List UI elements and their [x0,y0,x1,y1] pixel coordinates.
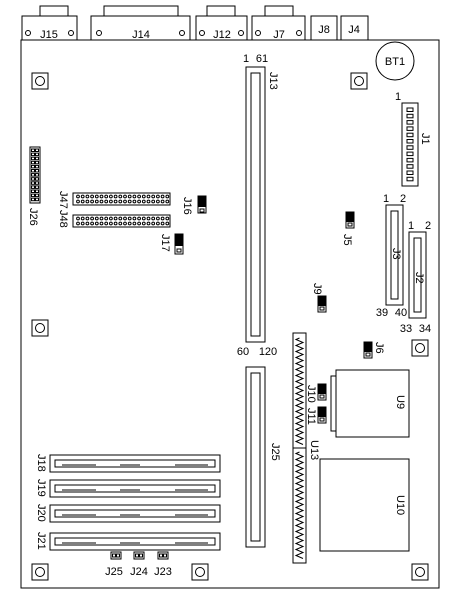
jumper-j24: J24 [130,551,148,578]
label-j8: J8 [318,24,330,36]
mounting-hole-bottom-right [411,563,429,581]
connector-j14: J14 [90,5,191,41]
label-j9: J9 [311,283,323,295]
connector-j2: 1 2 J2 33 34 [400,220,431,335]
slot-j20: J20 [35,504,221,523]
mounting-hole-top-left [31,72,49,90]
label-j10: J10 [305,385,317,403]
label-u10: U10 [394,495,406,515]
header-j48: J48 [57,210,171,228]
label-j2-pin34: 34 [419,323,431,335]
mounting-hole-mid-left [31,319,49,337]
connector-j7: J7 [251,5,306,41]
header-j47: J47 [57,191,171,209]
label-j5: J5 [341,234,353,246]
connector-j26: J26 [27,146,41,226]
label-j13-pin61: 61 [256,53,268,65]
label-j14: J14 [132,29,150,41]
slot-j18: J18 [35,454,221,473]
jumper-j17: J17 [159,233,184,255]
battery-bt1: BT1 [375,41,415,81]
jumper-j16: J16 [181,195,207,215]
connector-j8: J8 [310,15,338,41]
slot-j21: J21 [35,532,221,551]
label-j26: J26 [27,208,39,226]
mounting-hole-bottom-left [31,563,49,581]
jumper-j11: J11 [305,406,327,425]
label-j3-pin1: 1 [383,193,389,205]
label-j11: J11 [305,408,317,425]
connector-j1: 1 J1 [395,91,431,187]
connector-j4: J4 [340,15,369,41]
chip-u10: U10 [319,458,410,552]
mounting-hole-mid-right [411,339,429,357]
label-u13: U13 [308,440,320,460]
mounting-hole-bottom-mid [191,563,209,581]
label-j21: J21 [35,532,47,550]
label-j13-pin120: 120 [259,346,277,358]
label-j24: J24 [130,566,148,578]
slot-j13: 1 61 J13 60 120 [237,53,279,358]
label-j4: J4 [348,24,360,36]
label-j3-pin2: 2 [400,193,406,205]
label-j13: J13 [267,72,279,90]
slot-j19: J19 [35,479,221,498]
label-j3: J3 [390,248,402,260]
label-j16: J16 [181,197,193,215]
mounting-hole-top-right [350,72,368,90]
label-j23: J23 [154,566,172,578]
jumper-j5: J5 [341,211,355,246]
jumper-j9: J9 [311,283,327,313]
label-bt1: BT1 [385,56,405,68]
label-j48: J48 [57,210,69,228]
label-j17: J17 [159,234,171,252]
label-j13-pin1: 1 [243,53,249,65]
jumper-j10: J10 [305,383,327,403]
jumper-j25: J25 [105,551,123,578]
label-j1-pin1: 1 [395,91,401,103]
label-j2-pin33: 33 [400,323,412,335]
jumper-j6: J6 [363,341,385,359]
slot-j25-vertical: J25 [245,366,281,548]
label-j2-pin2: 2 [425,220,431,232]
chip-u13: U13 [292,332,320,564]
chip-u9: U9 [330,369,410,438]
connector-j3: 1 2 J3 39 40 [376,193,407,319]
label-j2-pin1: 1 [408,220,414,232]
label-j1: J1 [419,133,431,145]
label-j12: J12 [213,29,231,41]
jumper-j23: J23 [154,551,172,578]
label-u9: U9 [394,395,406,409]
label-j13-pin60: 60 [237,346,249,358]
label-j15: J15 [40,29,58,41]
label-j3-pin40: 40 [395,307,407,319]
label-j25-slot: J25 [269,443,281,461]
label-j47: J47 [57,191,69,209]
label-j18: J18 [35,454,47,472]
label-j19: J19 [35,479,47,497]
label-j3-pin39: 39 [376,307,388,319]
connector-j15: J15 [21,5,78,41]
label-j20: J20 [35,504,47,522]
label-j7: J7 [273,29,285,41]
label-j25: J25 [105,566,123,578]
connector-j12: J12 [195,5,248,41]
label-j2: J2 [413,272,425,284]
label-j6: J6 [373,342,385,354]
